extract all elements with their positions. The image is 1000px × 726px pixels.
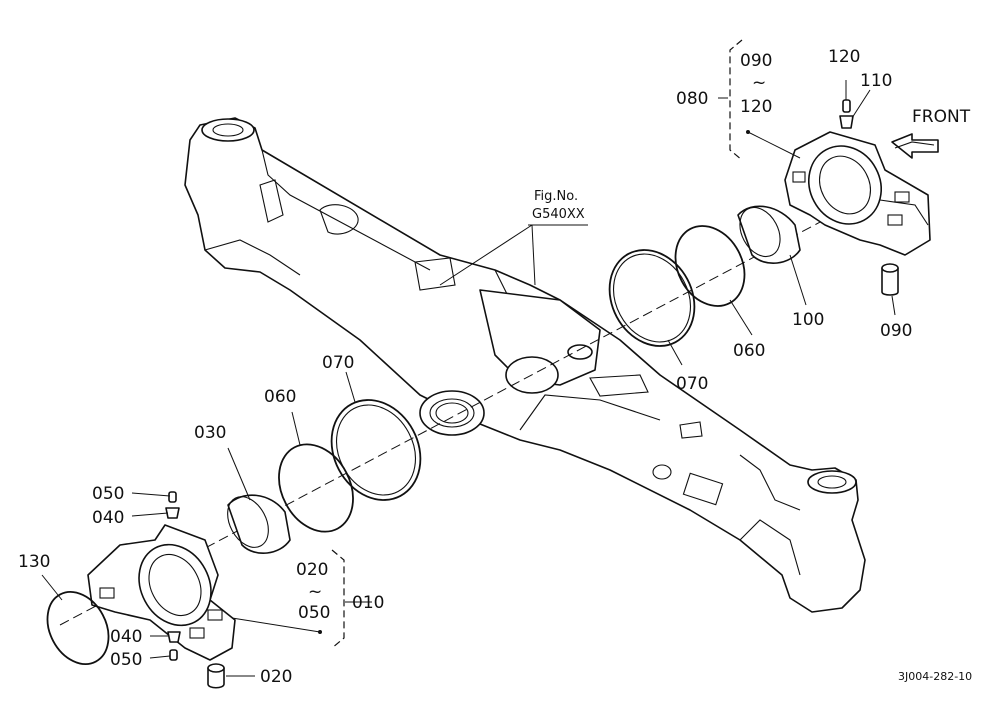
range-right-tilde: ~ — [752, 73, 766, 93]
range-left-tilde: ~ — [308, 582, 322, 602]
grease-nipple-left-bottom — [167, 631, 181, 661]
front-direction-arrow: FRONT — [891, 107, 971, 159]
bearing-holder-right — [784, 131, 931, 256]
range-right-from: 090 — [740, 51, 772, 71]
grease-nipple-right — [839, 80, 854, 129]
seal-ring-070-right — [608, 249, 696, 347]
fig-ref-line1: Fig.No. — [534, 189, 578, 204]
label-030: 030 — [194, 423, 226, 443]
label-130: 130 — [18, 552, 50, 572]
fig-ref-line2: G540XX — [532, 207, 585, 222]
axle-housing — [184, 117, 866, 613]
drawing-code: 3J004-282-10 — [898, 670, 972, 683]
bushing-030 — [227, 494, 291, 554]
seal-ring-070-left — [330, 399, 422, 501]
group-bracket-right — [729, 39, 743, 161]
label-070-left: 070 — [322, 353, 354, 373]
label-050-bottom: 050 — [110, 650, 142, 670]
front-label: FRONT — [912, 107, 971, 127]
label-060-right: 060 — [733, 341, 765, 361]
range-left-from: 020 — [296, 560, 328, 580]
label-060-left: 060 — [264, 387, 296, 407]
label-120-top: 120 — [828, 47, 860, 67]
range-left-to: 050 — [298, 603, 330, 623]
label-110: 110 — [860, 71, 892, 91]
label-010: 010 — [352, 593, 384, 613]
sleeve-020 — [207, 663, 225, 689]
group-bracket-left — [331, 549, 345, 649]
label-070-right: 070 — [676, 374, 708, 394]
sleeve-090-right — [881, 263, 899, 296]
label-050-top: 050 — [92, 484, 124, 504]
grease-nipple-left-top — [165, 491, 180, 519]
label-100: 100 — [792, 310, 824, 330]
o-ring-060-right — [674, 225, 746, 307]
label-090-bottom: 090 — [880, 321, 912, 341]
range-right-to: 120 — [740, 97, 772, 117]
label-040-bottom: 040 — [110, 627, 142, 647]
label-040-top: 040 — [92, 508, 124, 528]
label-080: 080 — [676, 89, 708, 109]
o-ring-060-left — [278, 443, 354, 533]
leader-lines — [41, 89, 896, 677]
o-ring-130 — [46, 591, 110, 665]
label-020: 020 — [260, 667, 292, 687]
bushing-100 — [737, 205, 801, 264]
bearing-holder-left — [87, 524, 236, 661]
